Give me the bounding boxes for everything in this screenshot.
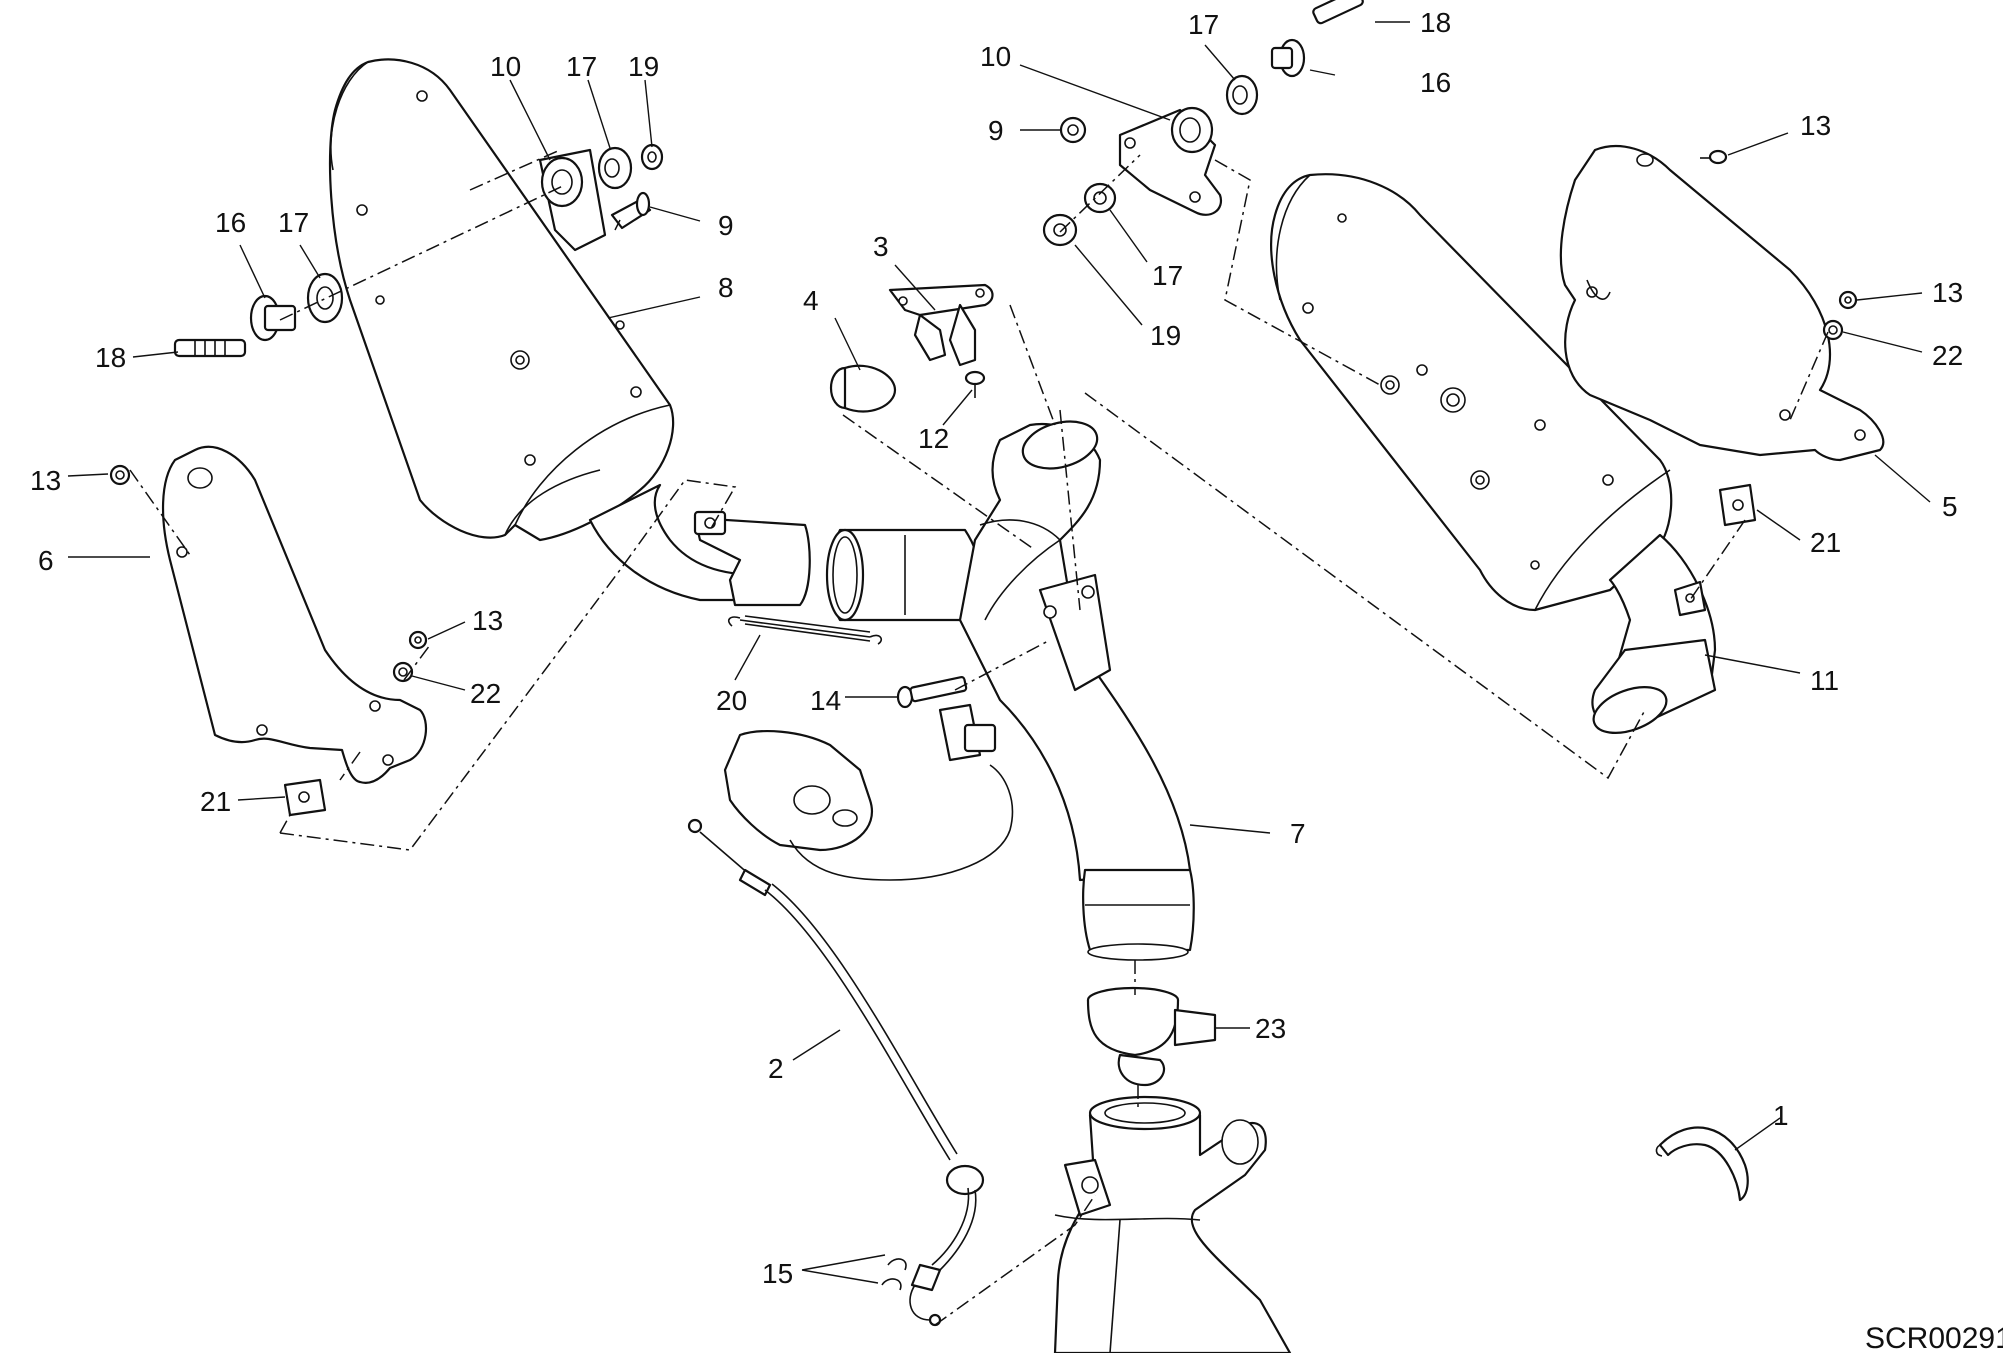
right-heat-shield (1559, 145, 1885, 527)
left-heat-shield (109, 445, 428, 817)
callout-11: 11 (1810, 665, 1839, 696)
callout-21-left: 21 (200, 786, 231, 817)
callout-18-left: 18 (95, 342, 126, 373)
callout-10-right: 10 (980, 41, 1011, 72)
callout-17-left-upper: 17 (566, 51, 597, 82)
callout-23: 23 (1255, 1013, 1286, 1044)
callout-17-left: 17 (278, 207, 309, 238)
callout-13-right-upper: 13 (1800, 110, 1831, 141)
cable-tie (1655, 1126, 1749, 1202)
right-silencer (1270, 173, 1717, 734)
callout-15: 15 (762, 1258, 793, 1289)
drawing-code: SCR00291 (1865, 1322, 2003, 1353)
callout-8: 8 (718, 272, 734, 303)
callout-17-right-upper: 17 (1188, 9, 1219, 40)
callout-12: 12 (918, 423, 949, 454)
callout-22-left: 22 (470, 678, 501, 709)
assembly-lines (129, 149, 1829, 1326)
center-link-pipe (693, 510, 981, 622)
callout-3: 3 (873, 231, 889, 262)
callout-17-right-lower: 17 (1152, 260, 1183, 291)
callout-5: 5 (1942, 491, 1958, 522)
upper-bracket (829, 283, 994, 413)
exhaust-valve-actuator (723, 703, 1014, 881)
callouts: 18 16 17 10 17 19 9 8 13 6 13 22 21 3 4 … (30, 7, 2003, 1353)
callout-2: 2 (768, 1053, 784, 1084)
callout-19-left: 19 (628, 51, 659, 82)
callout-18-right: 18 (1420, 7, 1451, 38)
callout-9-left: 9 (718, 210, 734, 241)
leader-lines (67, 21, 1931, 1284)
callout-22-right: 22 (1932, 340, 1963, 371)
callout-13-left-lower: 13 (472, 605, 503, 636)
callout-4: 4 (803, 285, 819, 316)
callout-16-left: 16 (215, 207, 246, 238)
callout-7: 7 (1290, 818, 1306, 849)
callout-9-right: 9 (988, 115, 1004, 146)
callout-14: 14 (810, 685, 841, 716)
callout-13-left-shield: 13 (30, 465, 61, 496)
callout-20: 20 (716, 685, 747, 716)
callout-6: 6 (38, 545, 54, 576)
screw-14 (896, 676, 968, 709)
callout-16-right: 16 (1420, 67, 1451, 98)
y-collector-pipe (958, 420, 1195, 961)
callout-19-right: 19 (1150, 320, 1181, 351)
control-cable (687, 818, 985, 1327)
right-bracket-fasteners (1042, 0, 1364, 247)
clamp-23 (1086, 986, 1217, 1087)
spring (728, 615, 882, 645)
callout-13-right-lower: 13 (1932, 277, 1963, 308)
engine-exhaust-port (1053, 1095, 1292, 1353)
callout-21-right: 21 (1810, 527, 1841, 558)
callout-1: 1 (1773, 1100, 1789, 1131)
callout-10-left: 10 (490, 51, 521, 82)
